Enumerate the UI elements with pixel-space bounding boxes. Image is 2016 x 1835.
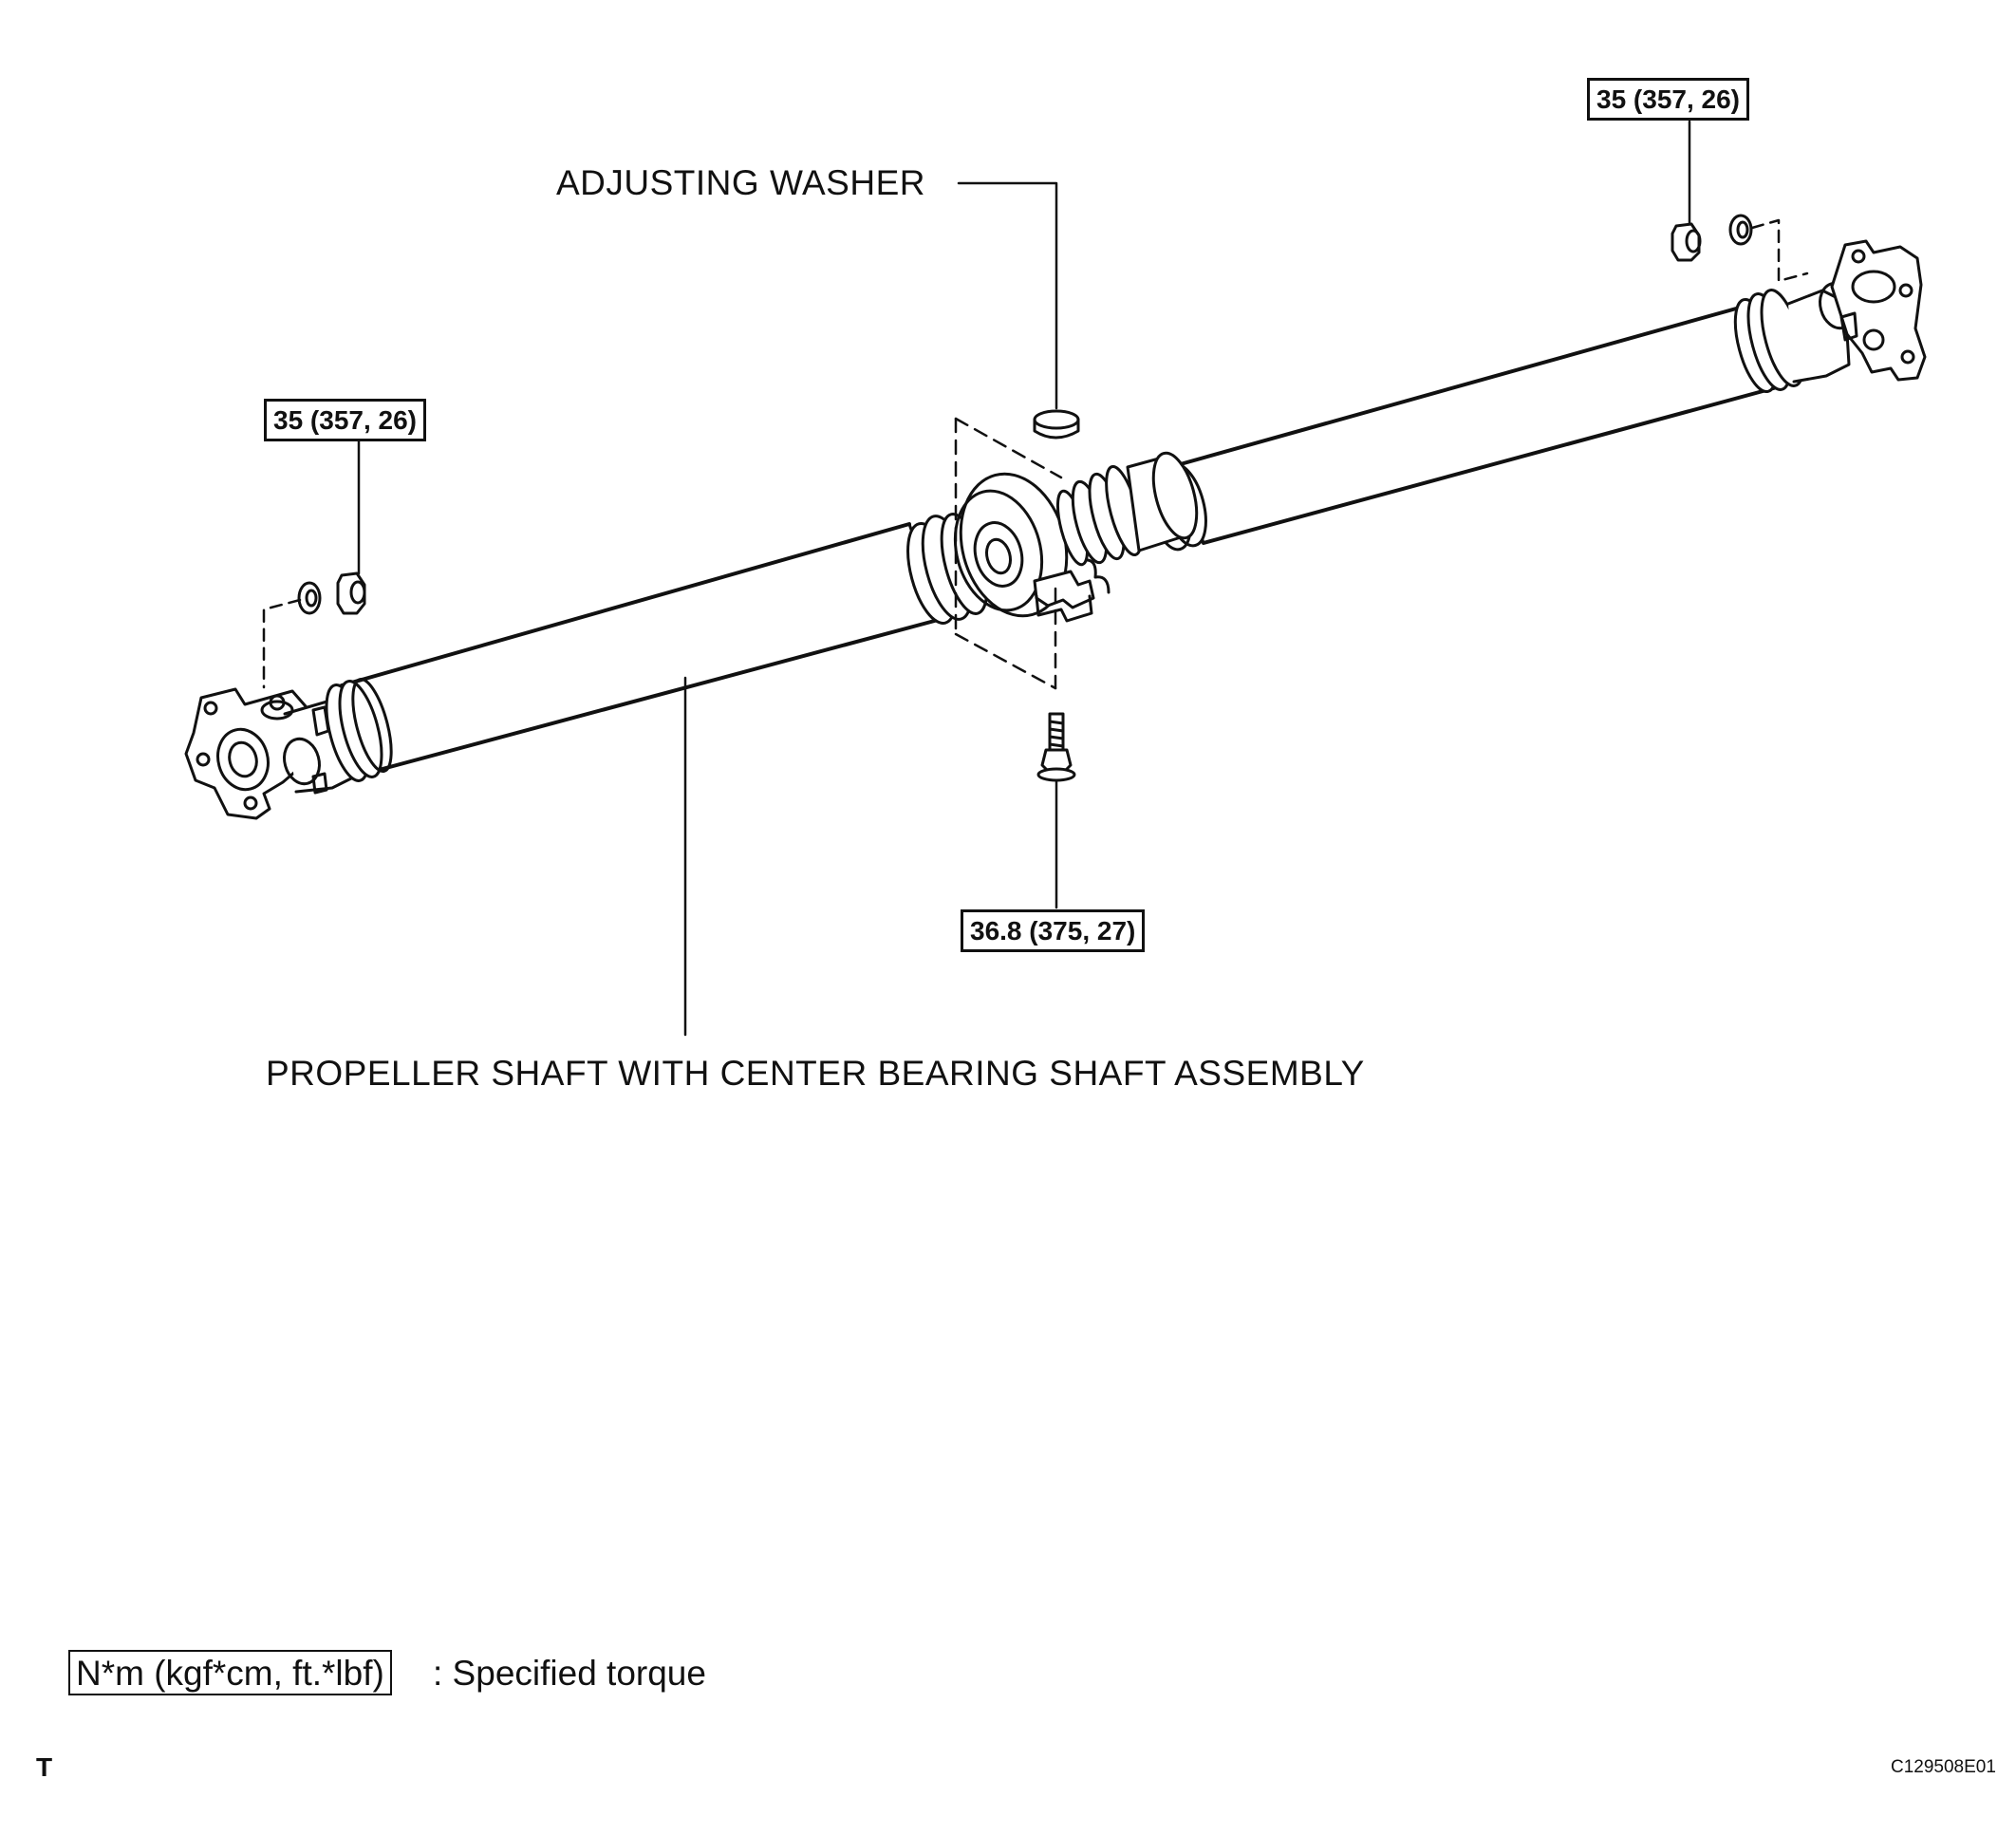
torque-spec-top-right: 35 (357, 26) <box>1587 78 1749 121</box>
center-bearing <box>906 451 1199 625</box>
legend-description: : Specified torque <box>433 1654 706 1693</box>
torque-spec-left: 35 (357, 26) <box>264 399 426 441</box>
rear-shaft-tube <box>1147 304 1779 552</box>
front-washer <box>297 581 322 615</box>
front-nut <box>336 571 366 615</box>
front-shaft-tube <box>340 522 943 775</box>
legend-units-box: N*m (kgf*cm, ft.*lbf) <box>68 1650 392 1695</box>
front-fastener-dashed-line <box>262 598 302 689</box>
figure-code: C129508E01 <box>1891 1757 1996 1777</box>
leader-adjusting-washer <box>957 181 1058 410</box>
adjusting-washer <box>1033 409 1080 440</box>
rear-washer <box>1728 214 1753 246</box>
front-flange-yoke <box>184 678 393 820</box>
torque-spec-center-bolt: 36.8 (375, 27) <box>961 909 1146 952</box>
corner-mark: T <box>36 1752 53 1782</box>
mount-plane-dashed-box <box>954 417 1063 690</box>
label-propeller-shaft-assembly: PROPELLER SHAFT WITH CENTER BEARING SHAF… <box>266 1054 1365 1093</box>
center-bolt <box>1036 712 1076 782</box>
rear-flange-yoke <box>1733 239 1927 394</box>
label-adjusting-washer: ADJUSTING WASHER <box>556 163 925 202</box>
rear-fastener-dashed-line <box>1750 218 1809 283</box>
rear-nut <box>1671 222 1702 262</box>
